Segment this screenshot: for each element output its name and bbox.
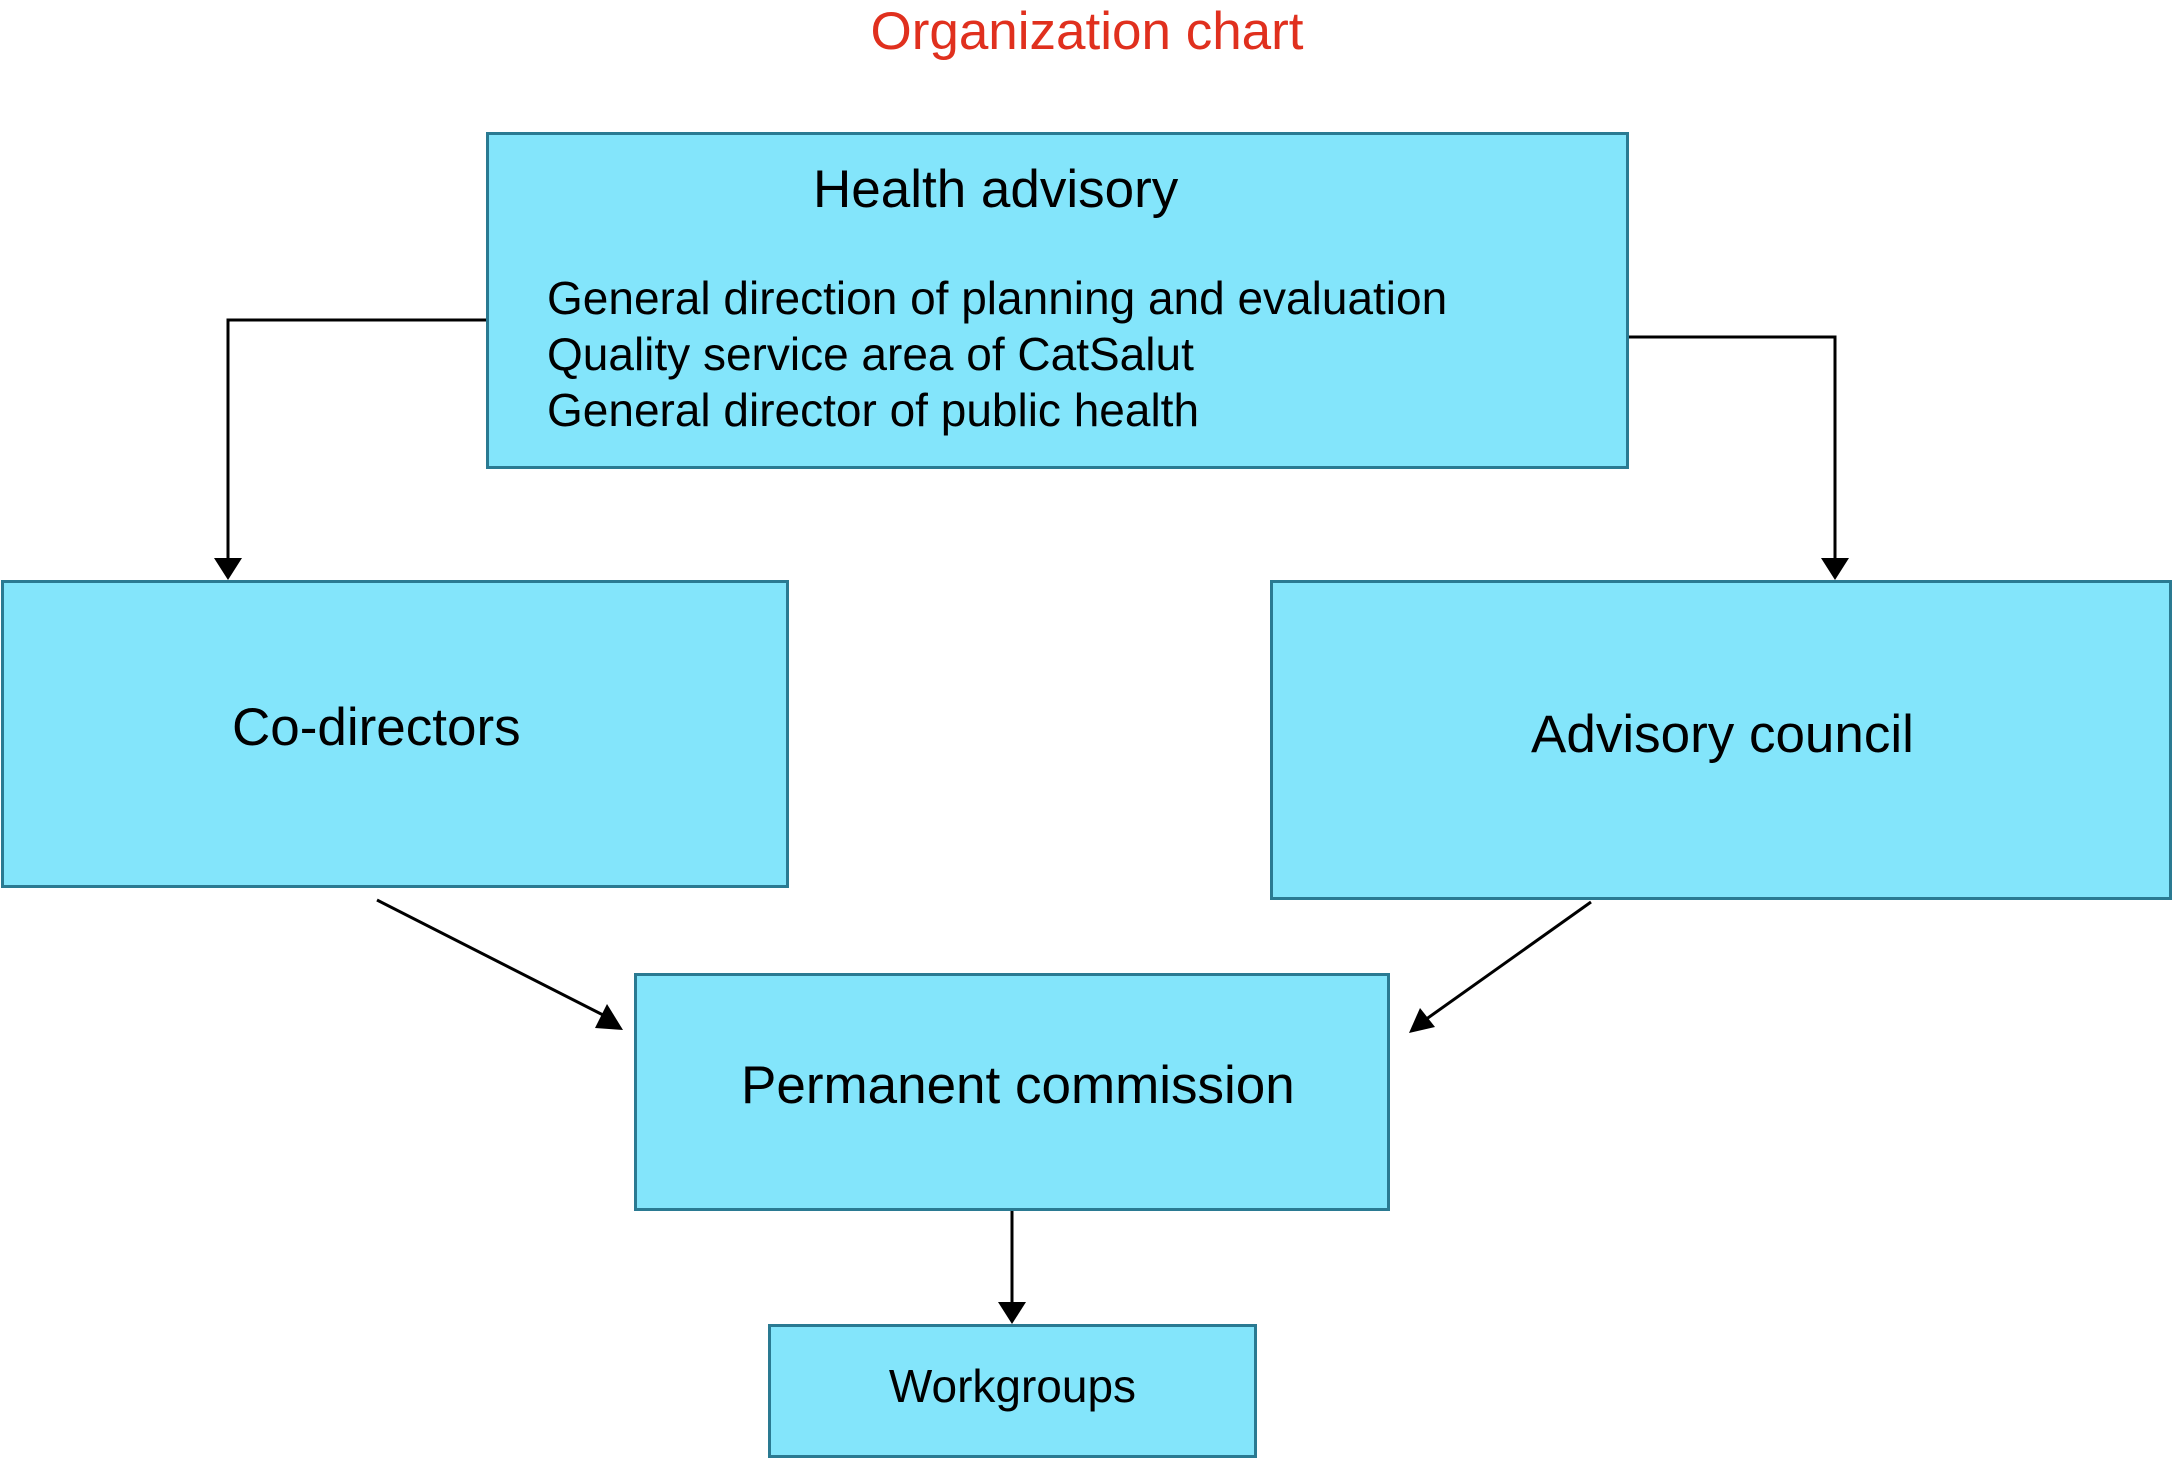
arrowhead-advisory [1821,558,1849,580]
node-co-directors-label: Co-directors [232,698,521,757]
arrowhead-permanent-right [1409,1008,1435,1033]
arrowhead-permanent-left [595,1004,623,1030]
node-health-advisory-lines: General direction of planning and evalua… [547,270,1447,438]
edge-codirectors-to-permanent [376,898,606,1018]
node-advisory-council: Advisory council [1270,580,2172,900]
health-advisory-line: Quality service area of CatSalut [547,328,1194,380]
edge-health-to-advisory [1629,335,1837,563]
node-permanent-commission: Permanent commission [634,973,1390,1211]
edge-health-to-codirectors [226,318,486,563]
node-co-directors: Co-directors [1,580,789,888]
node-workgroups: Workgroups [768,1324,1257,1458]
health-advisory-line: General director of public health [547,384,1200,436]
node-advisory-council-label: Advisory council [1531,705,1914,764]
edge-advisory-to-permanent [1424,900,1592,1022]
node-health-advisory-heading: Health advisory [813,160,1179,219]
chart-title: Organization chart [870,2,1304,61]
arrowhead-workgroups [998,1302,1026,1324]
node-workgroups-label: Workgroups [888,1360,1137,1412]
arrowhead-codirectors [214,558,242,580]
health-advisory-line: General direction of planning and evalua… [547,272,1448,324]
node-health-advisory: Health advisory General direction of pla… [486,132,1629,469]
node-permanent-commission-label: Permanent commission [741,1056,1295,1115]
